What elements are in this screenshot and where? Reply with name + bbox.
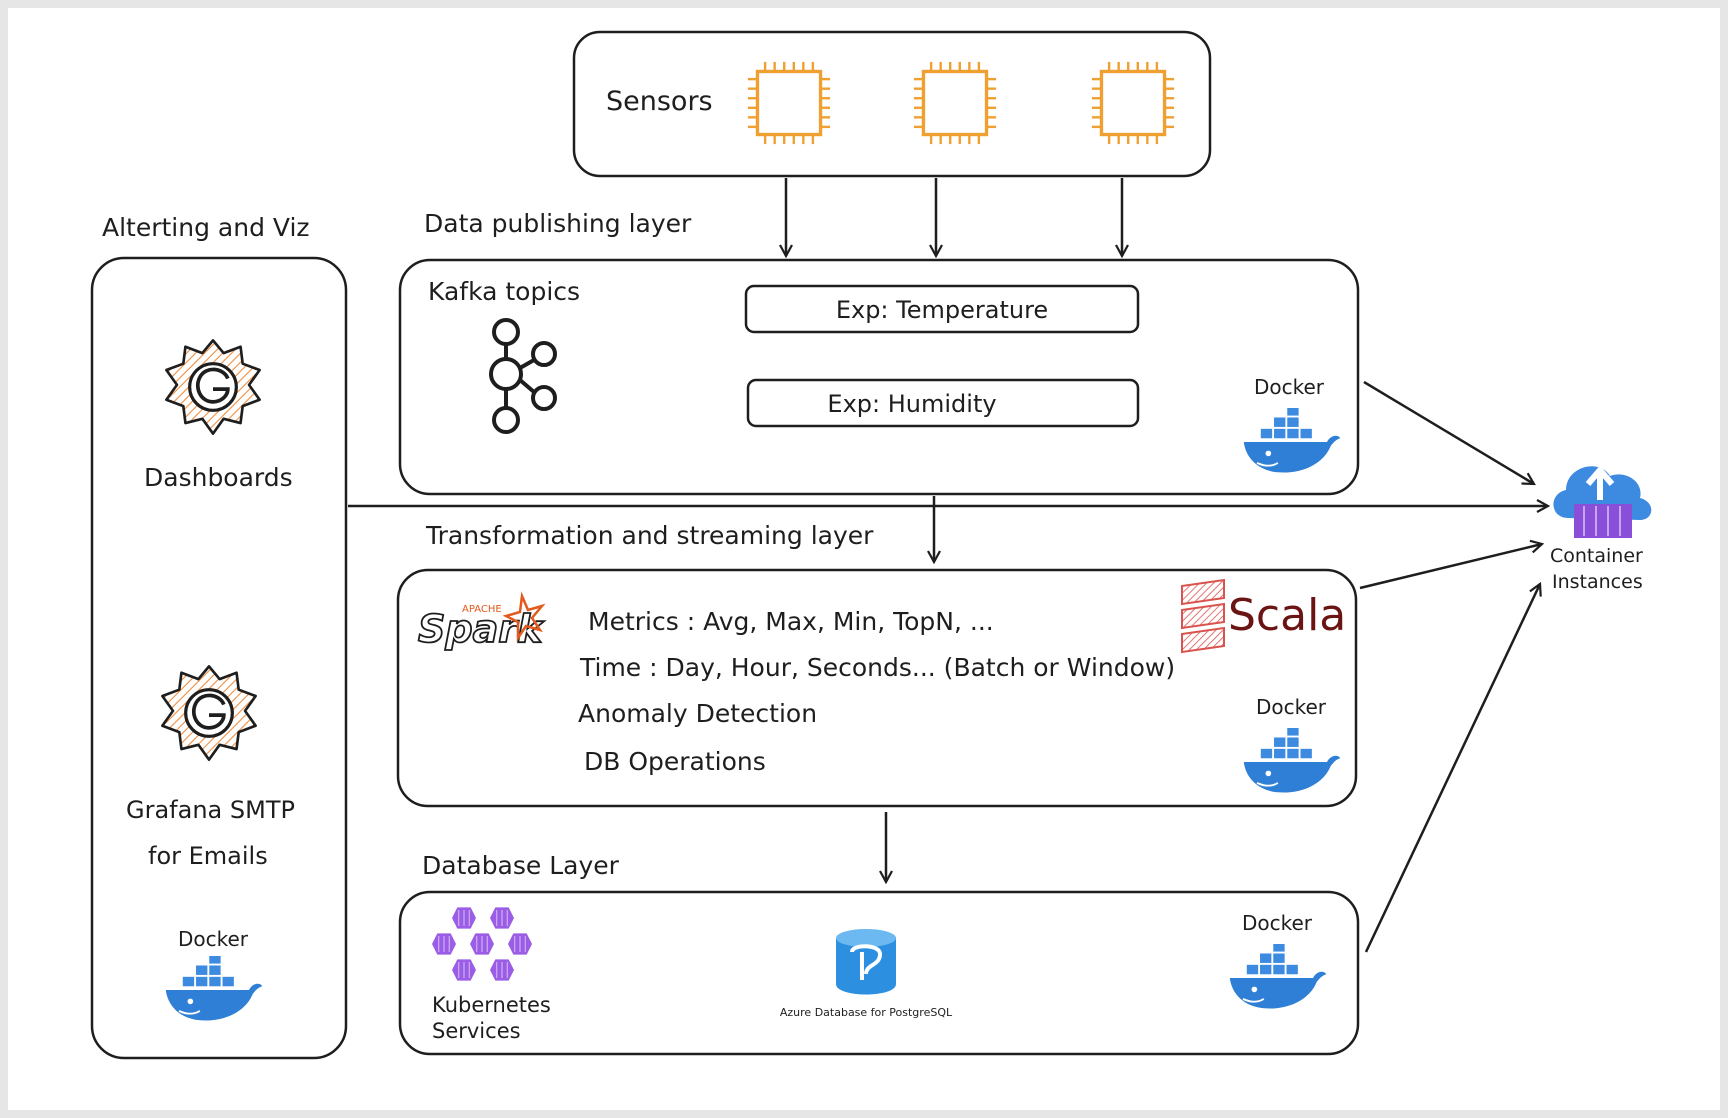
metrics-text: Metrics : Avg, Max, Min, TopN, ... xyxy=(588,607,994,636)
spark-logo: APACHE Spark xyxy=(417,591,546,652)
kubernetes-label: Kubernetes xyxy=(432,993,551,1017)
grafana-smtp-label: Grafana SMTP xyxy=(126,796,295,824)
publishing-layer: Data publishing layer Kafka topics Exp: … xyxy=(398,209,1360,496)
container-label: Container xyxy=(1550,545,1643,567)
azure-postgres-icon xyxy=(836,929,896,995)
docker-label: Docker xyxy=(1242,911,1313,935)
anomaly-text: Anomaly Detection xyxy=(578,699,817,728)
alerting-title: Alterting and Viz xyxy=(102,213,310,242)
for-emails-label: for Emails xyxy=(148,842,268,870)
transformation-layer: Transformation and streaming layer APACH… xyxy=(396,521,1358,808)
topic-humidity: Exp: Humidity xyxy=(827,390,996,418)
container-arrows xyxy=(1359,380,1542,953)
publishing-title: Data publishing layer xyxy=(424,209,692,238)
time-text: Time : Day, Hour, Seconds... (Batch or W… xyxy=(579,653,1175,682)
sensors-label: Sensors xyxy=(606,86,713,117)
dashboards-label: Dashboards xyxy=(144,463,293,492)
docker-label: Docker xyxy=(178,927,249,951)
topic-temperature: Exp: Temperature xyxy=(836,296,1048,324)
instances-label: Instances xyxy=(1552,571,1643,593)
kafka-icon xyxy=(489,318,557,434)
scala-logo: Scala xyxy=(1181,578,1346,654)
cloud-upload-icon xyxy=(1553,465,1652,538)
db-operations-text: DB Operations xyxy=(584,747,766,776)
transformation-title: Transformation and streaming layer xyxy=(425,521,874,550)
alerting-panel: Alterting and Viz Dashboards Grafana SMT… xyxy=(90,213,348,1060)
scala-label: Scala xyxy=(1228,590,1346,641)
docker-label: Docker xyxy=(1256,695,1327,719)
spark-apache-label: APACHE xyxy=(462,604,502,615)
postgres-label: Azure Database for PostgreSQL xyxy=(780,1006,953,1019)
container-instances: Container Instances xyxy=(1550,465,1652,593)
services-label: Services xyxy=(432,1019,521,1043)
database-layer: Database Layer Kubernetes Services Azure… xyxy=(398,851,1360,1056)
database-title: Database Layer xyxy=(422,851,620,880)
topic-humidity-box xyxy=(746,378,1140,428)
kafka-label: Kafka topics xyxy=(428,277,580,306)
topic-temperature-box xyxy=(744,284,1140,334)
docker-label: Docker xyxy=(1254,375,1325,399)
sensor-arrows xyxy=(786,178,1122,256)
spark-label: Spark xyxy=(418,607,545,651)
sensors-box: Sensors xyxy=(572,30,1212,178)
